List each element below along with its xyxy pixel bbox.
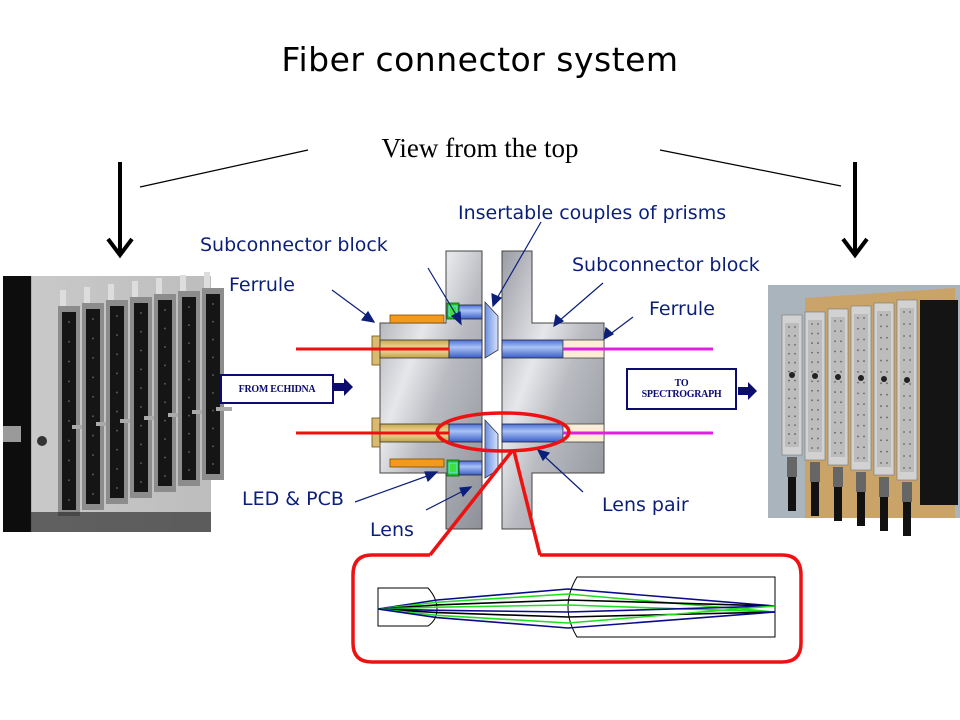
from-echidna-box: FROM ECHIDNA [220,374,334,404]
pointer-line-left [139,149,309,188]
label-lens: Lens [370,519,414,541]
to-spectrograph-line2: SPECTROGRAPH [641,389,722,400]
to-spectrograph-box: TO SPECTROGRAPH [626,368,737,410]
lens-pair-highlight [351,411,803,664]
label-subconnector-block-left: Subconnector block [200,234,388,256]
label-ferrule-right: Ferrule [649,298,715,320]
pointer-line-right [659,149,842,187]
lens-ray-trace-inset [377,576,776,638]
label-led-pcb: LED & PCB [242,488,344,510]
view-subtitle: View from the top [381,133,579,163]
output-flow-arrow-icon [738,382,757,400]
down-arrow-left-icon [106,162,134,259]
photo-right-spectrograph-connectors [768,285,960,536]
label-ferrule-left: Ferrule [229,274,295,296]
label-insertable-prisms: Insertable couples of prisms [458,202,727,224]
to-spectrograph-line1: TO [674,378,689,389]
label-lens-pair: Lens pair [602,494,689,516]
from-echidna-label: FROM ECHIDNA [238,383,316,395]
input-flow-arrow-icon [334,378,353,396]
down-arrow-right-icon [841,162,869,259]
label-subconnector-block-right: Subconnector block [572,254,760,276]
photo-left-connector-rack [3,272,232,532]
annotation-arrows [331,221,634,511]
slide-title: Fiber connector system [281,40,679,79]
